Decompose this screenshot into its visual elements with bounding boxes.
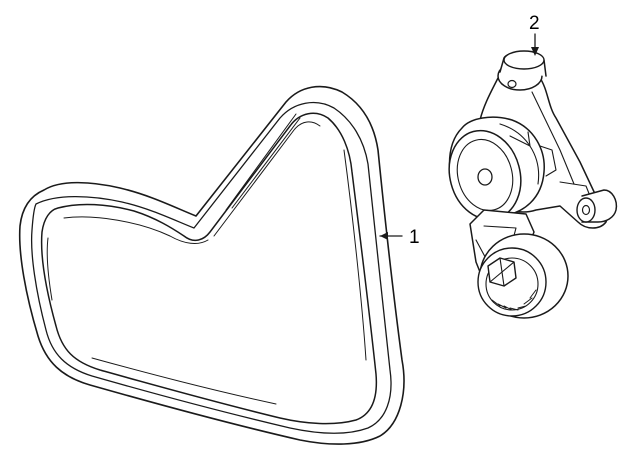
pulley-hex-bolt-edge	[489, 257, 515, 287]
belt-rib-line	[213, 121, 321, 237]
bracket-rib	[539, 145, 557, 177]
belt-rib-line	[46, 237, 53, 301]
bracket-side-bolt-hole	[581, 204, 591, 216]
callout-2-arrowhead	[531, 47, 539, 56]
belt-rib-line	[63, 216, 209, 244]
belt-thickness-line	[30, 101, 392, 434]
lower-pulley-bearing-seal	[491, 289, 537, 311]
callout-1-arrowhead	[380, 232, 388, 240]
tensioner-lower-pulley	[477, 233, 569, 319]
upper-pulley-rim	[456, 138, 514, 212]
bracket-side-boss-face	[576, 197, 596, 223]
bracket-top-boss-face	[503, 50, 545, 70]
belt-inner-edge	[40, 112, 378, 425]
callout-2-label: 2	[529, 13, 540, 34]
tensioner-upper-pulley	[448, 116, 545, 221]
bracket-bolt-hole	[507, 79, 517, 89]
serpentine-belt	[18, 85, 405, 445]
belt-rib-line	[225, 113, 297, 211]
bracket-rib	[559, 181, 591, 197]
upper-pulley-groove	[499, 123, 540, 185]
upper-pulley-groove	[509, 131, 531, 147]
belt-rib-line	[231, 117, 301, 209]
belt-rib-line	[343, 149, 367, 361]
belt-tensioner	[448, 50, 618, 319]
bracket-rib	[531, 91, 575, 185]
callout-1: 1	[379, 227, 420, 248]
callout-1-label: 1	[409, 227, 420, 248]
belt-rib-line	[91, 357, 277, 405]
upper-pulley-hub	[477, 168, 493, 186]
callout-2: 2	[529, 13, 540, 56]
